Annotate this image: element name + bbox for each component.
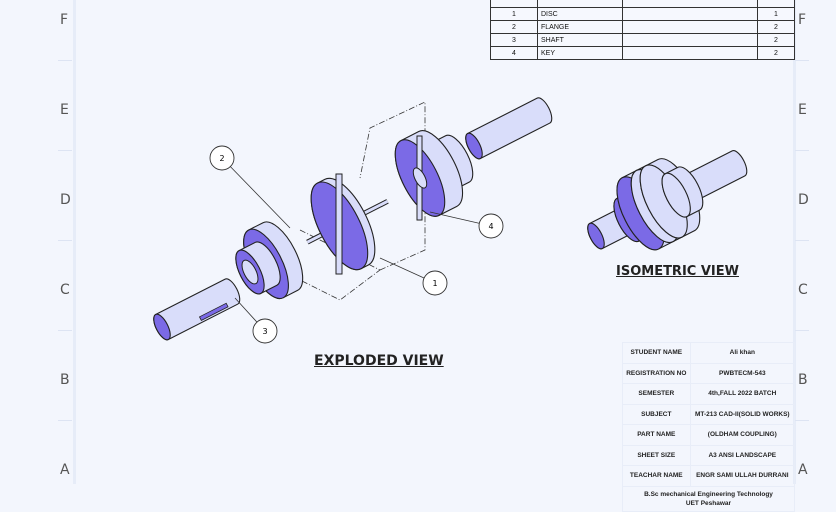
zone-label-right: A — [798, 462, 808, 478]
zone-label-left: C — [60, 282, 70, 298]
zone-label-right: E — [798, 102, 807, 118]
zone-label-right: B — [798, 372, 808, 388]
shaft-body — [153, 278, 241, 341]
title-label: SHEET SIZE — [622, 444, 691, 466]
shaft-body — [465, 97, 553, 160]
institution-line-1: B.Sc mechanical Engineering Technology — [644, 490, 773, 498]
balloon-number: 1 — [432, 279, 437, 288]
title-value: 4th,FALL 2022 BATCH — [689, 383, 796, 405]
left-frame-border — [73, 0, 76, 484]
shaft-left — [153, 278, 241, 341]
exploded-view-label: EXPLODED VIEW — [314, 353, 444, 369]
bore — [241, 259, 259, 285]
disc — [306, 173, 389, 275]
zone-divider-tick — [795, 330, 809, 331]
title-label: REGISTRATION NO — [622, 362, 691, 384]
isometric-assembly — [587, 150, 748, 251]
title-value: (OLDHAM COUPLING) — [689, 424, 796, 446]
balloon — [252, 318, 278, 344]
title-value: Ali khan — [689, 342, 796, 364]
title-value: MT-213 CAD-II(SOLID WORKS) — [689, 403, 796, 425]
zone-label-right: C — [798, 282, 808, 298]
title-label: TEACHAR NAME — [622, 465, 691, 487]
title-value: PWBTECM-543 — [689, 362, 796, 384]
institution-line-2: UET Peshawar — [685, 499, 732, 507]
zone-label-right: D — [798, 192, 809, 208]
title-label: PART NAME — [622, 424, 691, 446]
balloon-number: 2 — [219, 154, 224, 163]
bom-part: KEY — [537, 46, 623, 60]
zone-divider-tick — [58, 330, 72, 331]
flange-disc — [394, 130, 464, 217]
balloon — [209, 145, 235, 171]
title-row: PART NAME(OLDHAM COUPLING) — [622, 424, 796, 446]
zone-divider-tick — [58, 420, 72, 421]
flange-right — [394, 130, 474, 221]
balloon — [422, 270, 448, 296]
disc-tongue — [335, 173, 343, 275]
title-value: ENGR SAMI ULLAH DURRANI — [689, 465, 796, 487]
keyway — [198, 302, 229, 321]
balloon — [478, 213, 504, 239]
zone-label-left: B — [60, 372, 70, 388]
balloon-number: 3 — [262, 327, 267, 336]
isometric-view-label: ISOMETRIC VIEW — [616, 264, 739, 279]
bom-item: 4 — [490, 46, 538, 60]
drawing-canvas: 1 2 3 4 — [153, 97, 748, 344]
bore — [412, 167, 428, 189]
zone-divider-tick — [795, 420, 809, 421]
bom-qty: 2 — [757, 46, 795, 60]
zone-label-left: A — [60, 462, 70, 478]
balloon-number: 4 — [488, 222, 493, 231]
zone-divider-tick — [795, 240, 809, 241]
disc-body — [310, 177, 376, 271]
title-label: STUDENT NAME — [622, 342, 691, 364]
zone-divider-tick — [795, 150, 809, 151]
title-value: A3 ANSI LANDSCAPE — [689, 444, 796, 466]
zone-divider-tick — [58, 240, 72, 241]
right-frame-border — [793, 0, 796, 484]
zone-label-right: F — [798, 12, 807, 28]
flange-hub-2 — [661, 166, 704, 218]
zone-label-left: F — [60, 12, 69, 28]
flange-left — [235, 221, 304, 300]
zone-label-left: E — [60, 102, 69, 118]
zone-label-left: D — [60, 192, 71, 208]
leader-line — [221, 157, 291, 229]
zone-divider-tick — [795, 60, 809, 61]
zone-divider-tick — [58, 60, 72, 61]
title-label: SUBJECT — [622, 403, 691, 425]
zone-divider-tick — [58, 150, 72, 151]
title-label: SEMESTER — [622, 383, 691, 405]
shaft-right — [465, 97, 553, 160]
